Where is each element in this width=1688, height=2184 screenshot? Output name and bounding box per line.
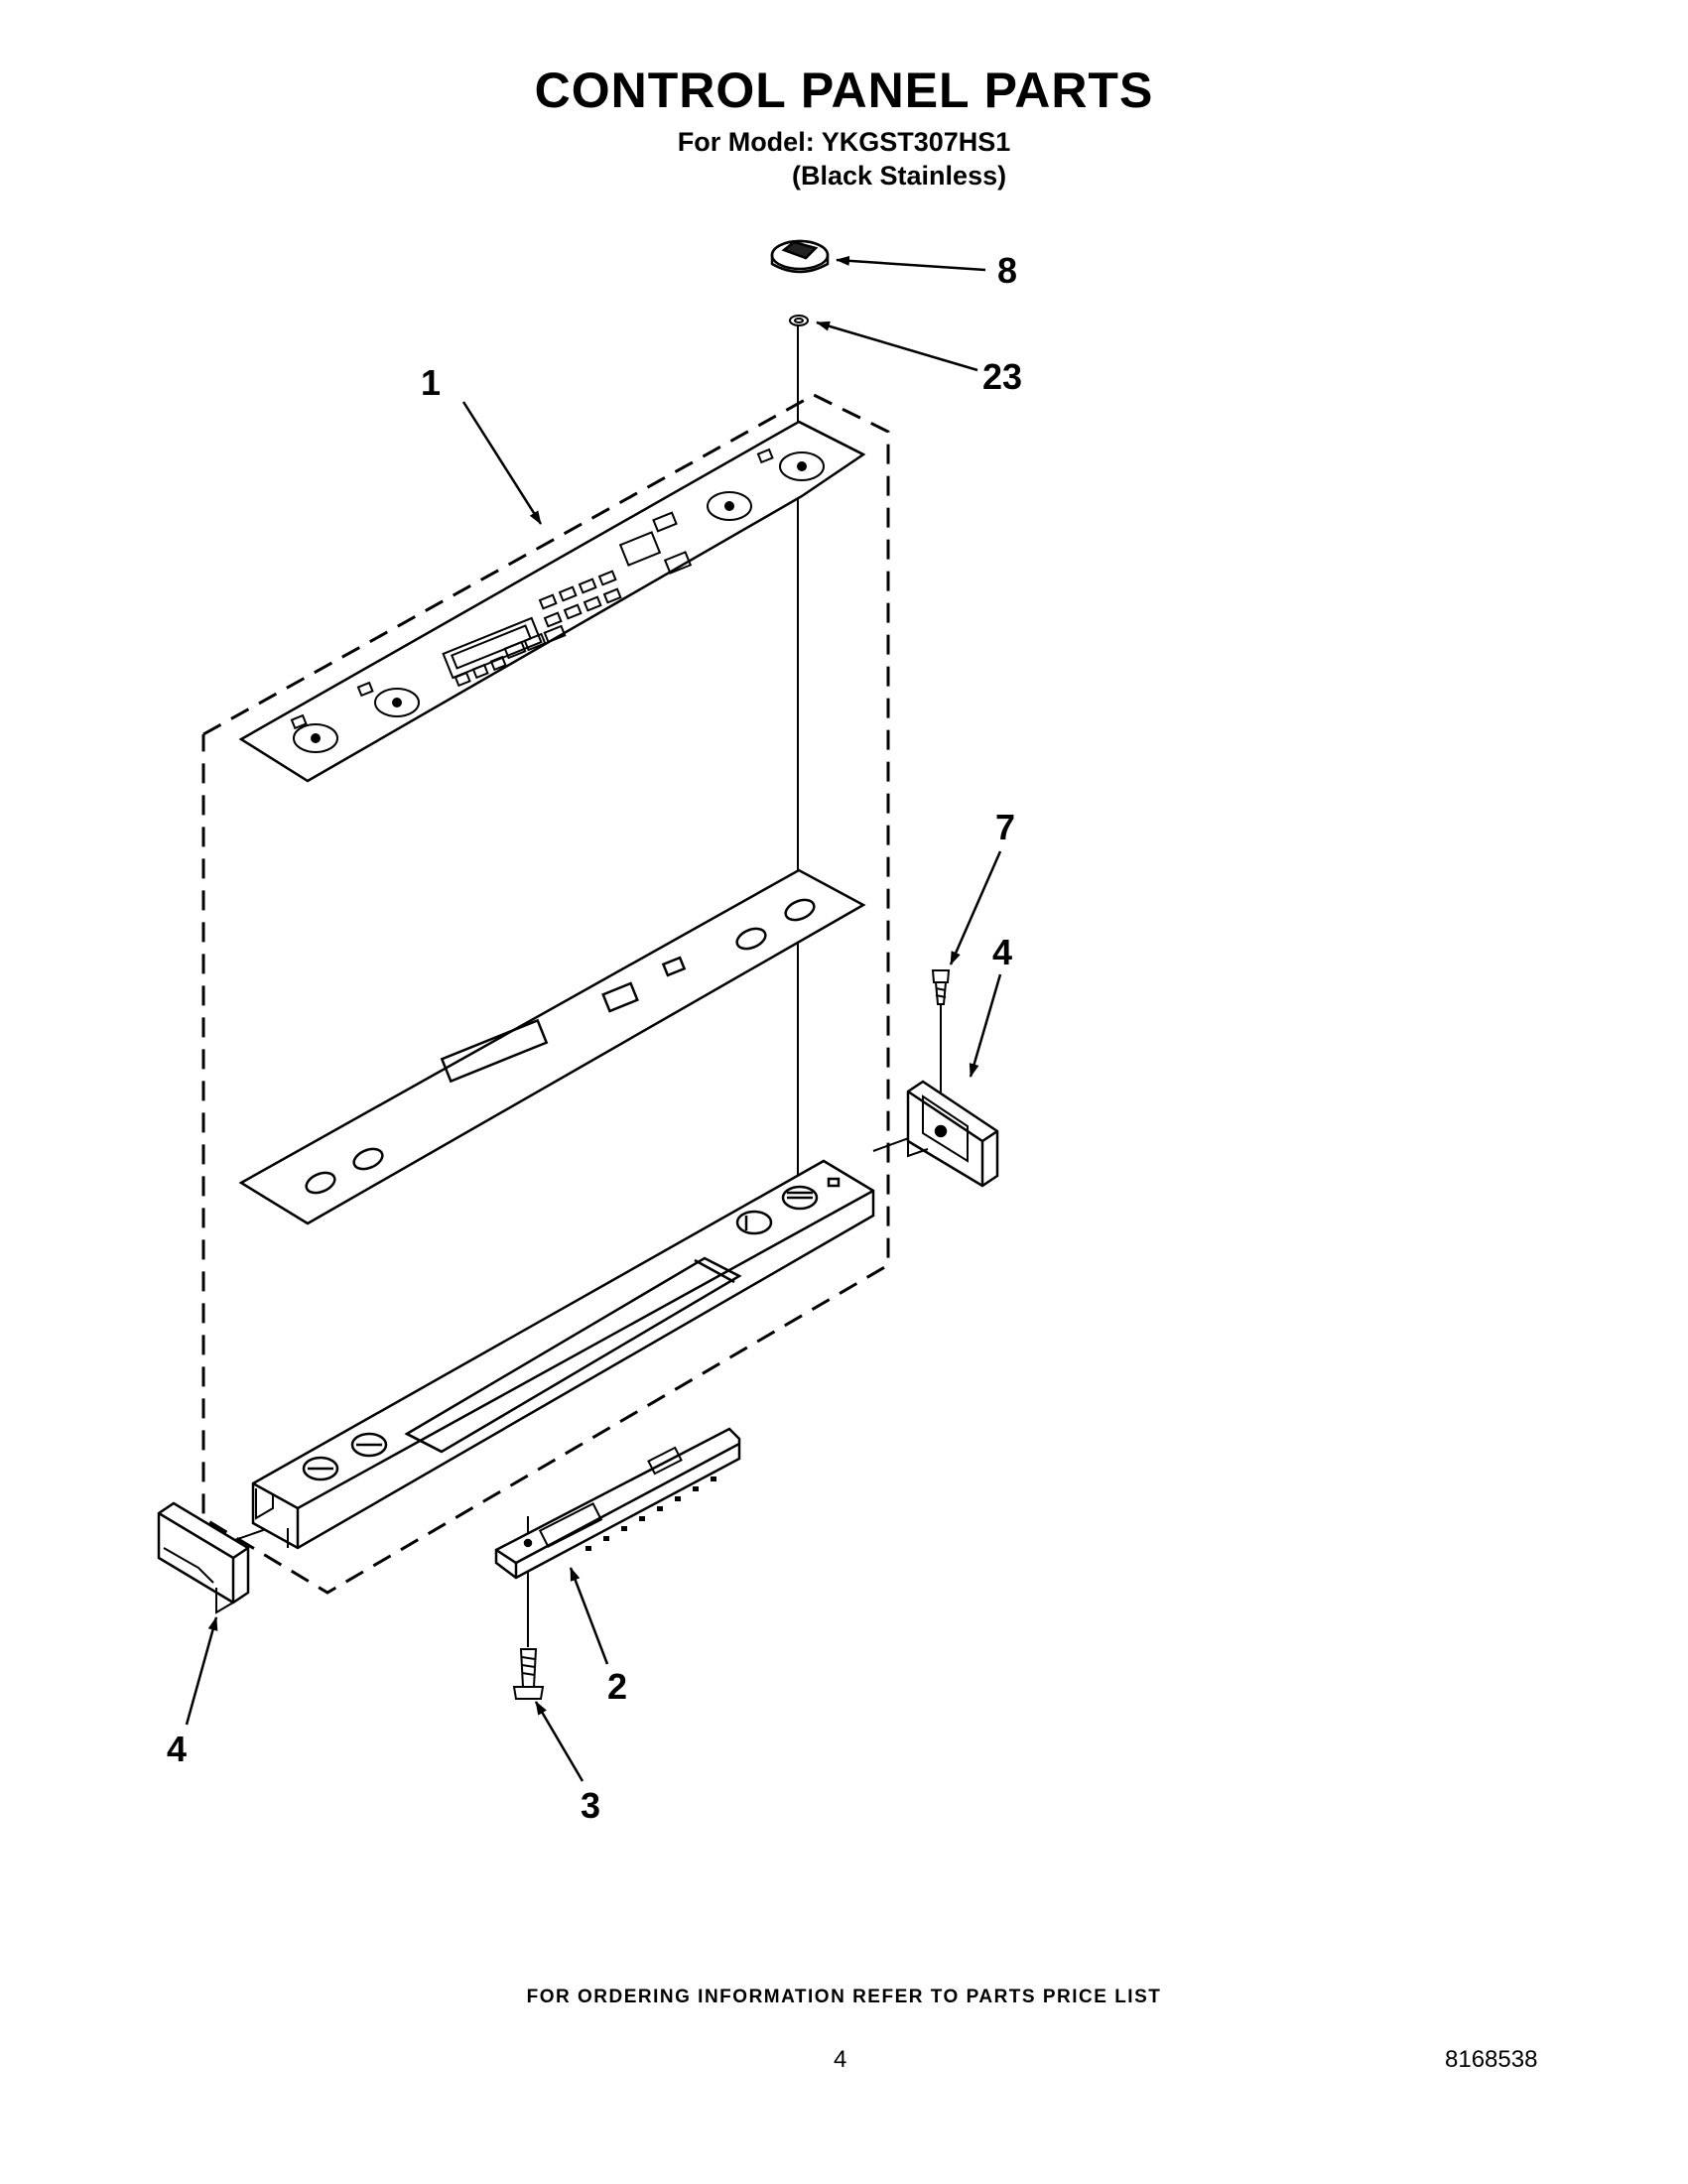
callout-7: 7 — [995, 807, 1015, 847]
callout-3: 3 — [581, 1785, 600, 1826]
end-cap-left-part-4 — [157, 1501, 250, 1614]
knob-part-8 — [770, 239, 830, 274]
spacer-panel — [238, 868, 866, 1225]
end-cap-right-part-4 — [906, 1080, 999, 1188]
model-variant: (Black Stainless) — [792, 161, 1007, 191]
screw-part-7 — [931, 969, 951, 1005]
ordering-note: FOR ORDERING INFORMATION REFER TO PARTS … — [526, 1987, 1162, 2007]
document-number: 8168538 — [1445, 2046, 1538, 2073]
model-number: For Model: YKGST307HS1 — [677, 127, 1011, 157]
screw-part-3 — [512, 1648, 545, 1700]
callout-leaders — [185, 255, 1002, 1782]
callout-23: 23 — [982, 356, 1022, 397]
control-board-part-2 — [494, 1427, 741, 1580]
callout-2: 2 — [607, 1666, 627, 1707]
control-console-housing — [251, 1159, 875, 1550]
page-title: CONTROL PANEL PARTS — [534, 63, 1154, 118]
callout-4-right: 4 — [992, 932, 1012, 972]
callout-4-left: 4 — [167, 1729, 187, 1769]
callout-1: 1 — [421, 362, 441, 403]
page-number: 4 — [834, 2046, 847, 2073]
callout-8: 8 — [997, 250, 1017, 291]
washer-part-23 — [789, 315, 809, 326]
control-overlay-part-1 — [238, 420, 866, 783]
